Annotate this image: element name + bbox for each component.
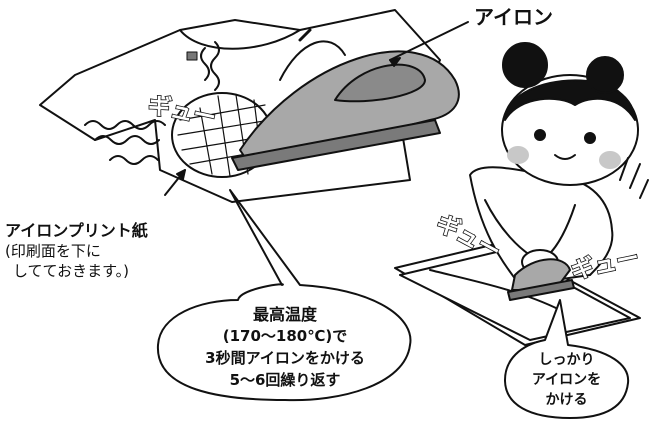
bubble-left-line-1: 最高温度 [252, 305, 317, 324]
bubble-left-line-3: 3秒間アイロンをかける [205, 349, 365, 367]
print-paper-label: アイロンプリント紙 [5, 221, 148, 240]
print-paper-note-line-2: してておきます。) [13, 262, 129, 280]
print-paper-note-line-1: (印刷面を下に [5, 242, 101, 260]
heat-waves-icon [84, 41, 220, 165]
speech-bubble-left [156, 189, 412, 402]
bubble-right-line-3: かける [545, 392, 588, 408]
iron-pointer-line [389, 21, 469, 61]
iron-label: アイロン [474, 5, 553, 29]
bubble-right-line-1: しっかり [538, 352, 595, 368]
iron-illustration [231, 28, 460, 171]
bubble-left-line-4: 5〜6回繰り返す [229, 371, 341, 389]
bubble-right-line-2: アイロンを [531, 372, 602, 388]
girl-illustration [394, 42, 649, 346]
bubble-left-line-2: (170〜180℃)で [222, 327, 348, 345]
speech-bubble-right [504, 299, 630, 419]
